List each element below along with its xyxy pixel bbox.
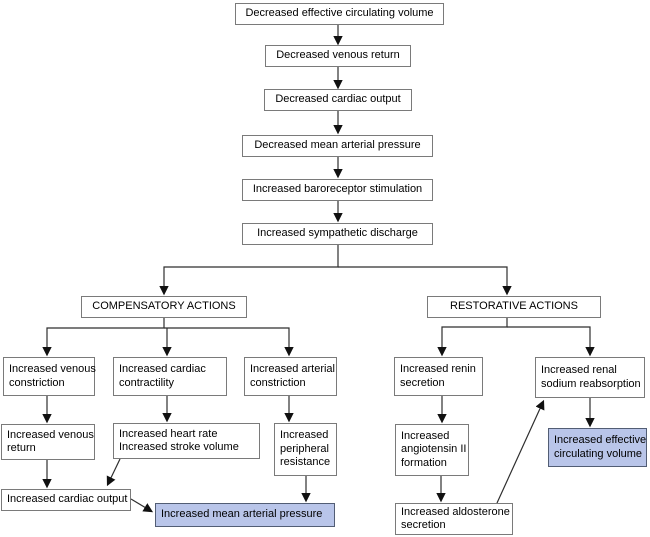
box-label-line: Decreased cardiac output [275, 93, 401, 106]
box-label-line: Increased sympathetic discharge [257, 227, 418, 240]
box-decreased-cardiac-output: Decreased cardiac output [264, 89, 412, 111]
box-label-line: constriction [9, 376, 65, 389]
box-label-line: constriction [250, 376, 306, 389]
box-increased-baroreceptor-stimulation: Increased baroreceptor stimulation [242, 179, 433, 201]
box-label-line: Increased heart rate [119, 427, 218, 440]
box-label-line: Increased [401, 429, 450, 442]
box-label-line: Increased stroke volume [119, 441, 239, 453]
box-label-line: COMPENSATORY ACTIONS [92, 300, 236, 313]
box-label-line: secretion [401, 519, 446, 531]
box-label-line: resistance [280, 456, 331, 469]
box-label-line: Increased cardiac [119, 363, 206, 375]
edge-increased-sympathetic-discharge-to-compensatory-actions [159, 245, 339, 296]
box-increased-cardiac-output: Increased cardiac output [1, 489, 131, 511]
edge-increased-aldosterone-secretion-to-increased-renal-sodium-reabsorption [496, 399, 545, 504]
box-label-line: Increased [280, 429, 329, 442]
box-label-line: Increased cardiac output [7, 493, 128, 506]
box-label-line: secretion [400, 376, 445, 389]
box-increased-sympathetic-discharge: Increased sympathetic discharge [242, 223, 433, 245]
box-label-line: peripheral [280, 442, 329, 455]
box-compensatory-actions-header: COMPENSATORY ACTIONS [81, 296, 247, 318]
box-label-line: Increased venous [7, 428, 94, 441]
edge-increased-heart-rate-stroke-volume-to-increased-cardiac-output [106, 458, 121, 487]
box-label-line: circulating volume [554, 447, 643, 460]
box-decreased-effective-circulating-volume: Decreased effective circulating volume [235, 3, 444, 25]
box-restorative-actions-header: RESTORATIVE ACTIONS [427, 296, 601, 318]
box-label-line: Increased venous [9, 363, 96, 375]
box-label-line: Increased baroreceptor stimulation [252, 183, 423, 196]
box-increased-mean-arterial-pressure-highlight: Increased mean arterial pressure [155, 503, 335, 527]
edge-compensatory-actions-to-increased-venous-constriction [42, 318, 165, 357]
box-label-line: contractility [119, 376, 175, 389]
box-label-line: Increased renal [541, 364, 617, 376]
box-label-line: Increased mean arterial pressure [161, 508, 323, 521]
edge-compensatory-actions-to-increased-arterial-constriction [164, 327, 294, 357]
box-label-line: RESTORATIVE ACTIONS [450, 300, 578, 313]
box-decreased-mean-arterial-pressure: Decreased mean arterial pressure [242, 135, 433, 157]
box-label-line: formation [401, 456, 447, 469]
box-label-line: Increased renin [400, 363, 476, 375]
edge-increased-sympathetic-discharge-to-restorative-actions [338, 266, 512, 296]
box-label-line: return [7, 442, 36, 454]
edge-increased-cardiac-output-to-increased-mean-arterial-pressure [130, 498, 154, 513]
edge-restorative-actions-to-increased-renin-secretion [437, 318, 508, 357]
box-decreased-venous-return: Decreased venous return [265, 45, 411, 67]
box-label-line: Increased effective [554, 434, 647, 446]
box-label-line: sodium reabsorption [541, 377, 641, 390]
box-label-line: angiotensin II [401, 443, 467, 456]
box-label-line: Decreased effective circulating volume [245, 7, 434, 20]
box-label-line: Decreased venous return [276, 49, 400, 62]
box-label-line: Increased arterial [250, 363, 335, 375]
box-label-line: Increased aldosterone [401, 505, 510, 518]
box-label-line: Decreased mean arterial pressure [254, 139, 421, 152]
edge-restorative-actions-to-increased-renal-sodium-reabsorption [507, 326, 595, 357]
